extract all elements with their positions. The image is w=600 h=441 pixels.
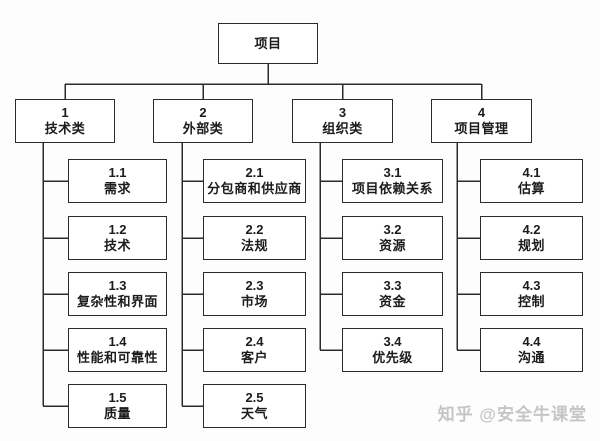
node-label: 外部类 — [182, 121, 224, 136]
node-id: 2.3 — [245, 278, 264, 293]
node-label: 组织类 — [322, 121, 363, 136]
node-label: 客户 — [240, 350, 268, 365]
node-id: 3.3 — [383, 278, 402, 293]
node-id: 2.4 — [245, 334, 264, 349]
node-label: 需求 — [103, 181, 131, 196]
node-label: 性能和可靠性 — [76, 350, 158, 365]
node-label: 资源 — [378, 238, 406, 253]
node-id: 1.5 — [108, 390, 127, 405]
node-label: 市场 — [240, 294, 268, 309]
node-id: 4.4 — [522, 334, 541, 349]
node-id: 1.3 — [108, 278, 127, 293]
node-label: 项目 — [254, 35, 282, 51]
node-label: 估算 — [517, 181, 545, 196]
node-id: 1 — [61, 105, 69, 120]
node-label: 控制 — [517, 294, 545, 309]
node-label: 规划 — [517, 238, 545, 253]
node-label: 复杂性和界面 — [76, 294, 158, 309]
node-id: 3 — [338, 105, 347, 120]
node-label: 优先级 — [372, 350, 413, 365]
node-id: 2.1 — [245, 165, 264, 180]
node-id: 1.2 — [108, 222, 127, 237]
node-label: 技术 — [103, 238, 131, 253]
node-label: 质量 — [103, 406, 131, 421]
node-label: 法规 — [240, 238, 268, 253]
node-id: 3.2 — [383, 222, 402, 237]
node-id: 3.4 — [383, 334, 402, 349]
node-id: 1.4 — [108, 334, 127, 349]
node-id: 2.5 — [245, 390, 264, 405]
node-label: 分包商和供应商 — [207, 181, 302, 196]
node-root: 项目 — [218, 23, 318, 64]
node-id: 1.1 — [108, 165, 127, 180]
node-id: 3.1 — [383, 165, 402, 180]
node-id: 4.2 — [522, 222, 541, 237]
node-id: 4.3 — [522, 278, 541, 293]
node-label: 资金 — [378, 294, 406, 309]
watermark: 知乎 @安全牛课堂 — [438, 404, 587, 425]
node-label: 项目依赖关系 — [351, 181, 433, 196]
node-label: 技术类 — [44, 121, 86, 136]
node-id: 4.1 — [522, 165, 541, 180]
node-label: 沟通 — [517, 350, 545, 365]
watermark-text: 知乎 @安全牛课堂 — [437, 405, 587, 424]
node-label: 项目管理 — [454, 121, 509, 136]
node-id: 2.2 — [245, 222, 264, 237]
node-id: 4 — [477, 105, 486, 120]
node-label: 天气 — [240, 406, 268, 421]
node-id: 2 — [199, 105, 207, 120]
